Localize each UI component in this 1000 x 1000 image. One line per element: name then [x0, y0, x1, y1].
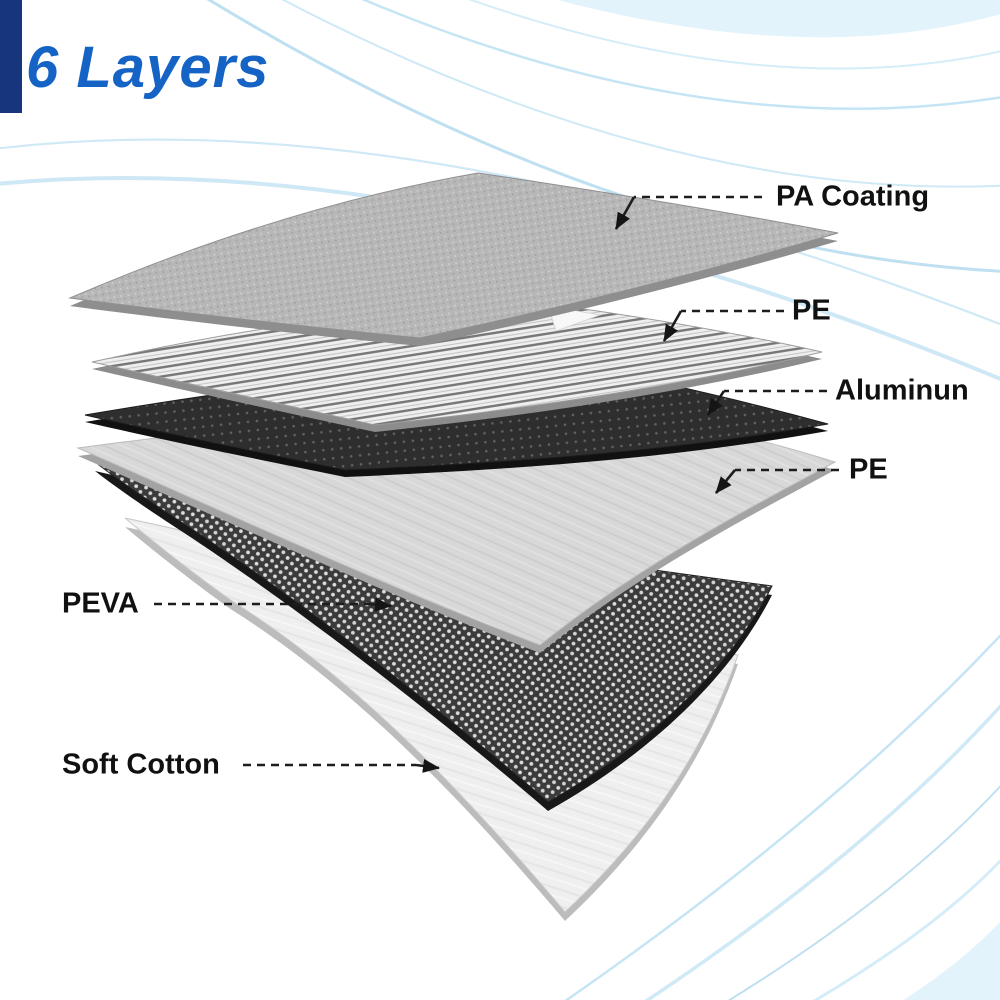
leader-arrow-icon — [714, 469, 737, 494]
page-title: 6 Layers — [26, 35, 270, 100]
leader-lines — [154, 195, 839, 773]
title-banner — [0, 0, 22, 113]
leader-arrow-icon — [662, 310, 683, 342]
leader-aluminum — [706, 389, 827, 416]
leader-arrow-icon — [706, 390, 726, 416]
label-pe-bottom: PE — [849, 453, 888, 486]
label-pa-coating: PA Coating — [776, 180, 930, 213]
leader-pa-coating — [614, 195, 762, 230]
leader-pe-bottom — [714, 468, 839, 494]
background-waves-top — [0, 0, 1000, 381]
layer-pe-top — [91, 304, 823, 432]
leader-pe-top — [662, 309, 784, 342]
label-pe-top: PE — [792, 294, 831, 327]
leader-arrow-icon — [415, 758, 440, 773]
label-aluminum: Aluminun — [835, 374, 969, 407]
label-soft-cotton: Soft Cotton — [62, 748, 220, 781]
leader-arrow-icon — [367, 597, 392, 612]
background-waves-bottom — [564, 634, 1000, 1000]
leader-peva — [154, 597, 392, 612]
label-peva: PEVA — [62, 587, 139, 620]
layer-pa-coating-sheet — [68, 172, 839, 339]
leader-arrow-icon — [614, 196, 636, 230]
layer-pa-coating — [68, 172, 839, 346]
leader-soft-cotton — [243, 758, 440, 773]
